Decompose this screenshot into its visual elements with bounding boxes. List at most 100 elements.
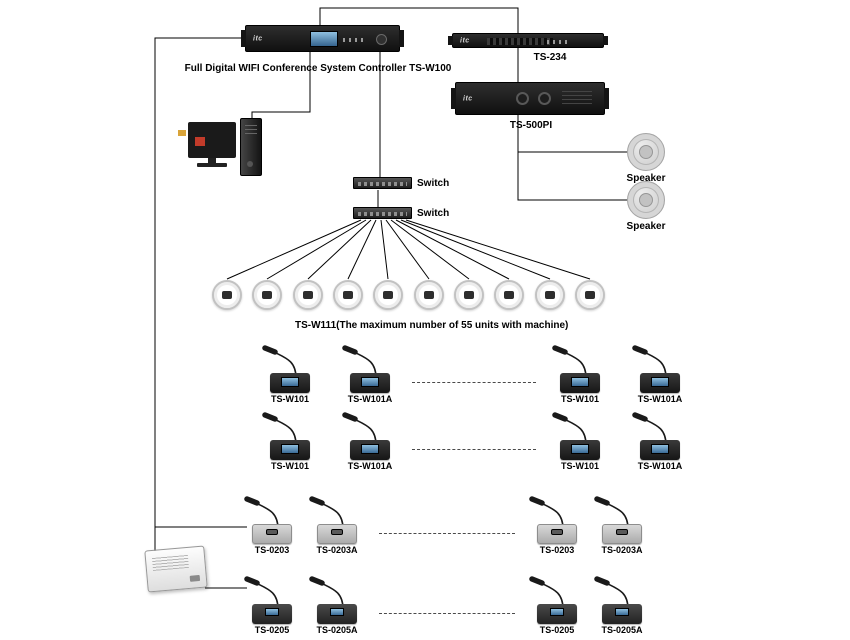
mic-base	[560, 440, 600, 460]
mic-label: TS-0203	[539, 545, 575, 555]
mic-base	[270, 373, 310, 393]
mic-ts-w101a: TS-W101A	[332, 345, 408, 407]
mic-screen	[571, 444, 589, 454]
mic-ts-0203: TS-0203	[519, 496, 595, 558]
itc-logo: itc	[463, 95, 473, 102]
mic-screen	[615, 608, 629, 616]
mic-screen	[571, 377, 589, 387]
mic-screen	[281, 377, 299, 387]
mic-base	[537, 524, 577, 544]
speaker-label: Speaker	[626, 221, 666, 232]
mic-ts-0205a: TS-0205A	[584, 576, 660, 638]
mic-screen	[281, 444, 299, 454]
itc-logo: itc	[253, 35, 263, 42]
mic-screen	[265, 608, 279, 616]
mic-base	[537, 604, 577, 624]
vent-grille	[562, 91, 592, 107]
ceiling-unit-ts-w111	[333, 280, 363, 310]
mic-label: TS-0205A	[316, 625, 358, 635]
mic-ts-0205: TS-0205	[519, 576, 595, 638]
mic-screen	[361, 377, 379, 387]
continuation-dashes	[379, 613, 515, 614]
continuation-dashes	[379, 533, 515, 534]
mic-ts-w101a: TS-W101A	[622, 345, 698, 407]
mic-button	[551, 529, 563, 535]
monitor-base	[197, 163, 227, 167]
controller-screen	[310, 31, 338, 47]
mic-ts-0203: TS-0203	[234, 496, 310, 558]
controller-knob	[376, 34, 387, 45]
mic-label: TS-0203A	[316, 545, 358, 555]
mic-screen	[361, 444, 379, 454]
mic-ts-0205a: TS-0205A	[299, 576, 375, 638]
ts-234-device: itc	[448, 33, 608, 48]
mic-label: TS-W101A	[347, 461, 393, 471]
switch-label: Switch	[417, 208, 450, 219]
speaker-unit	[627, 133, 665, 171]
vent-grille	[487, 38, 553, 45]
network-switch	[353, 207, 412, 219]
itc-logo: itc	[460, 37, 470, 44]
speaker-unit	[627, 181, 665, 219]
amp-knob	[516, 92, 529, 105]
mic-base	[640, 373, 680, 393]
controller-label: Full Digital WIFI Conference System Cont…	[184, 63, 452, 74]
unit-logo	[222, 291, 232, 299]
ceiling-unit-ts-w111	[293, 280, 323, 310]
mic-label: TS-W101	[560, 394, 599, 404]
mic-label: TS-0205	[254, 625, 290, 635]
ts-234-leds	[547, 40, 569, 44]
mic-button	[331, 529, 343, 535]
mic-base	[602, 604, 642, 624]
mic-button	[266, 529, 278, 535]
amp-knob	[538, 92, 551, 105]
unit-logo	[383, 291, 393, 299]
mic-base	[252, 524, 292, 544]
mic-label: TS-W101	[270, 461, 309, 471]
mic-screen	[330, 608, 344, 616]
ceiling-unit-ts-w111	[454, 280, 484, 310]
ceiling-row-label: TS-W111(The maximum number of 55 units w…	[295, 320, 569, 331]
ceiling-unit-ts-w111	[575, 280, 605, 310]
mic-label: TS-W101A	[347, 394, 393, 404]
mic-base	[252, 604, 292, 624]
mic-label: TS-0205A	[601, 625, 643, 635]
ceiling-unit-ts-w111	[252, 280, 282, 310]
mic-ts-0205: TS-0205	[234, 576, 310, 638]
mic-base	[317, 604, 357, 624]
box-port	[189, 574, 201, 582]
ceiling-unit-ts-w111	[535, 280, 565, 310]
mic-ts-w101: TS-W101	[252, 345, 328, 407]
ts-234-label: TS-234	[533, 52, 567, 63]
mic-label: TS-W101	[270, 394, 309, 404]
unit-logo	[545, 291, 555, 299]
mic-button	[616, 529, 628, 535]
unit-logo	[424, 291, 434, 299]
mic-ts-w101a: TS-W101A	[332, 412, 408, 474]
pc-tower	[240, 118, 262, 176]
unit-logo	[585, 291, 595, 299]
mic-base	[350, 373, 390, 393]
continuation-dashes	[412, 382, 536, 383]
mic-screen	[651, 444, 669, 454]
speaker-label: Speaker	[626, 173, 666, 184]
mic-label: TS-0203A	[601, 545, 643, 555]
mic-ts-w101: TS-W101	[542, 345, 618, 407]
continuation-dashes	[412, 449, 536, 450]
unit-logo	[262, 291, 272, 299]
unit-logo	[464, 291, 474, 299]
ceiling-unit-ts-w111	[494, 280, 524, 310]
monitor-stand	[208, 158, 216, 163]
mic-base	[350, 440, 390, 460]
mic-label: TS-W101A	[637, 461, 683, 471]
mic-label: TS-W101A	[637, 394, 683, 404]
mic-ts-w101: TS-W101	[542, 412, 618, 474]
monitor-frame	[178, 122, 236, 158]
mic-base	[640, 440, 680, 460]
ts-500pi-amplifier: itc	[451, 82, 609, 115]
mic-label: TS-W101	[560, 461, 599, 471]
unit-logo	[504, 291, 514, 299]
ts-500pi-label: TS-500PI	[509, 120, 553, 131]
mic-screen	[550, 608, 564, 616]
